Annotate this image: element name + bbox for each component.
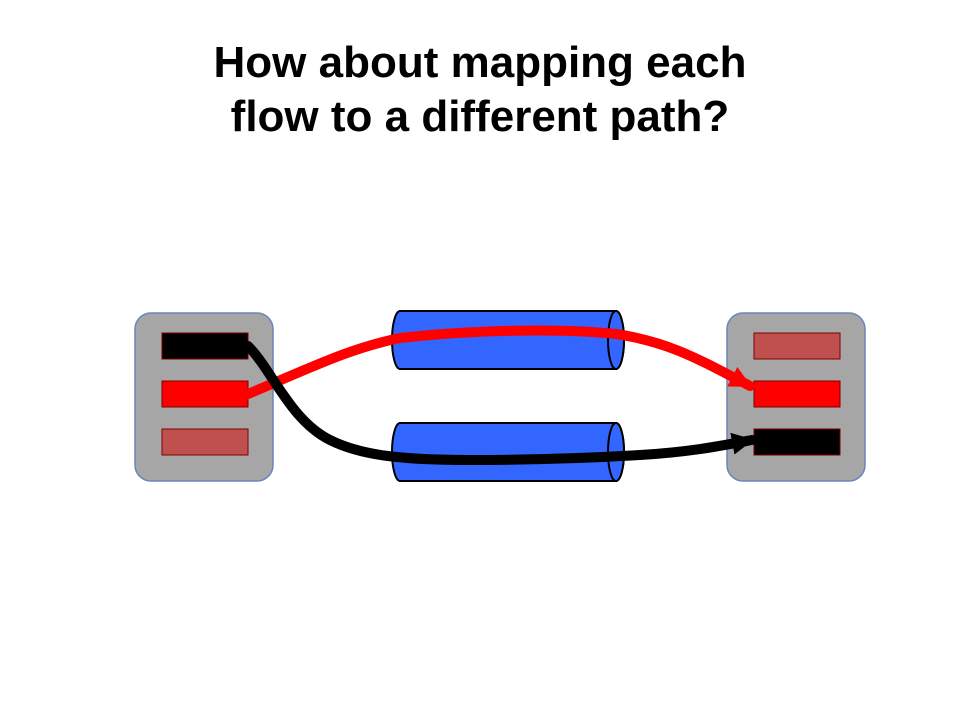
- lower-path-tunnel: [391, 422, 625, 482]
- lower-tunnel-body: [391, 422, 625, 482]
- slide-title-line-1: How about mapping each: [213, 38, 747, 87]
- upper-tunnel-end: [607, 310, 625, 370]
- slide-title: How about mapping each flow to a differe…: [0, 36, 960, 144]
- source-flow-idle: [161, 428, 249, 456]
- destination-host: [726, 312, 866, 482]
- destination-flow-black: [753, 428, 841, 456]
- slide-title-line-2: flow to a different path?: [230, 92, 730, 141]
- source-flow-black: [161, 332, 249, 360]
- red-flow-arrow: [243, 325, 755, 399]
- black-flow-arrow: [243, 341, 757, 466]
- destination-flow-red: [753, 380, 841, 408]
- destination-flow-idle: [753, 332, 841, 360]
- source-flow-red: [161, 380, 249, 408]
- upper-path-tunnel: [391, 310, 625, 370]
